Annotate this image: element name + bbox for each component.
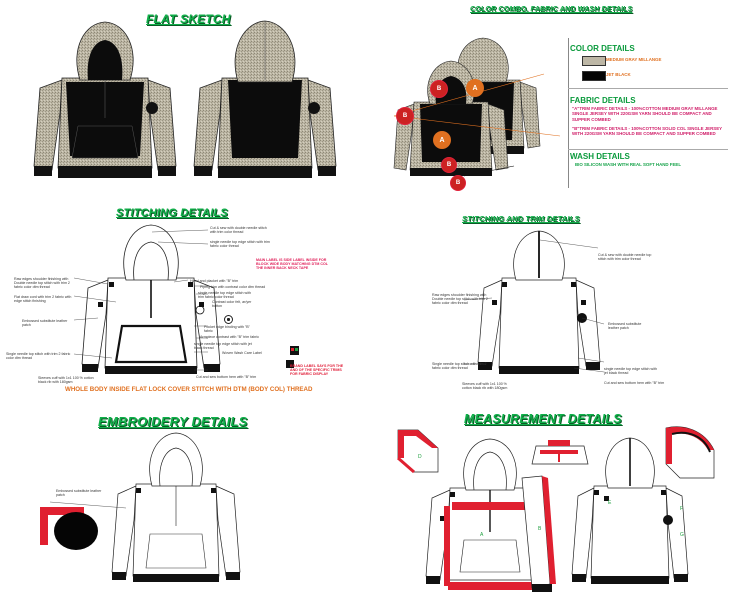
- rule-2: [568, 149, 728, 150]
- measure-letter-g: G: [680, 532, 684, 538]
- label-swatch-black: [290, 346, 299, 355]
- fabric-details-heading: FABRIC DETAILS: [570, 96, 636, 105]
- swatch-label-black: JET BLACK: [606, 72, 631, 77]
- stitch-note-right-1: Cut & sew with double needle stitch with…: [210, 226, 267, 235]
- stitch-note-right-10: Woven Wash Care Label: [222, 351, 262, 355]
- measurement-sleeve-piece: B: [521, 475, 556, 592]
- measure-letter-b: B: [538, 526, 542, 532]
- measurement-title: MEASUREMENT DETAILS: [464, 412, 622, 426]
- trim-note-4: Single needle top stitch with trim 2 fab…: [432, 362, 487, 371]
- stitch-note-right-2: single needle top edge stitch with trim …: [210, 240, 270, 249]
- combo-divider: [568, 38, 569, 188]
- trim-note-3: Embossed substitute leather patch: [608, 322, 642, 331]
- stitch-note-right-9: single needle top edge stitch with jet b…: [194, 342, 252, 351]
- label-swatch-green-dot: [295, 348, 298, 351]
- measure-letter-f: F: [680, 506, 683, 512]
- label-swatch-red-dot: [291, 348, 294, 351]
- stitch-main-label-note: MAIN LABEL IS SIDE LABEL INSIDE FOR BLOC…: [256, 258, 328, 271]
- swatch-medium-gray: [582, 56, 606, 66]
- measurement-back-hoodie: E F G: [571, 437, 689, 584]
- measure-letter-a: A: [480, 532, 484, 538]
- wash-details-text: BIO SILICON WASH WITH REAL SOFT HAND FEE…: [575, 162, 682, 167]
- stitch-note-right-7: Pocket edge binding with "B" fabric: [204, 325, 250, 334]
- color-combo-title: COLOR COMBO, FABRIC AND WASH DETAILS: [470, 6, 633, 13]
- stitch-note-right-4: Piping trim with contrast color dtm thre…: [200, 285, 266, 289]
- combo-marker-b4: B: [450, 175, 466, 191]
- stitching-details-title: STITCHING DETAILS: [116, 207, 228, 219]
- embroidery-title: EMBROIDERY DETAILS: [98, 414, 248, 429]
- embroidery-note: Embossed substitute leather patch: [56, 489, 102, 498]
- stitching-trim-title: STITCHING AND TRIM DETAILS: [462, 214, 580, 223]
- stitch-note-left-4: Single needle top stitch with trim 2 fab…: [6, 352, 71, 361]
- stitch-note-right-5: single needle top edge stitch with trim …: [198, 291, 251, 300]
- combo-marker-a1: A: [466, 79, 484, 97]
- measure-letter-d: D: [418, 454, 422, 460]
- fabric-b-trim: "B"TRIM FABRIC DETAILS - 100%COTTON SOLI…: [572, 126, 722, 137]
- flat-sketch-front-hoodie: [33, 21, 177, 178]
- stitch-note-left-1: Raw edges shoulder finishing with Double…: [14, 277, 70, 290]
- flat-sketch-back-hoodie: [193, 20, 337, 178]
- trim-note-6: Sleeves cuff with 1x1 100 % cotton black…: [462, 382, 508, 391]
- leather-patch: [54, 512, 98, 550]
- stitch-note-right-3: Hood and placket with "B" trim: [190, 279, 239, 283]
- stitch-brand-label-note: BRAND LABEL SAYS FOR THE AND OF THE SPEC…: [290, 364, 344, 377]
- measurement-hood-left: D: [397, 429, 439, 474]
- rule-1: [568, 88, 728, 89]
- stitch-note-right-11: Cut and sew bottom hem with "B" trim: [196, 375, 257, 379]
- stitch-note-left-3: Embossed substitute leather patch: [22, 319, 68, 328]
- trim-note-7: Cut and sew bottom hem with "B" trim: [604, 381, 665, 385]
- color-combo-hoodies: [393, 37, 561, 177]
- trim-note-1: Cut & sew with double needle top stitch …: [598, 253, 652, 262]
- trim-note-5: single needle top edge stitch with jet b…: [604, 367, 657, 376]
- trim-note-2: Raw edges shoulder finishing with Double…: [432, 293, 488, 306]
- swatch-jet-black: [582, 71, 606, 81]
- leather-patch-red-guide: [40, 507, 84, 545]
- combo-marker-b1: B: [430, 80, 448, 98]
- measurement-hood-right: [665, 426, 715, 479]
- button-icon: [224, 315, 233, 324]
- swatch-label-gray: MEDIUM GRAY MILLANGE: [606, 57, 662, 62]
- stitch-bottom-note: WHOLE BODY INSIDE FLAT LOCK COVER STITCH…: [65, 386, 313, 393]
- flat-sketch-title: FLAT SKETCH: [146, 12, 231, 26]
- stitching-hoodie-sketch: [73, 224, 221, 374]
- stitch-note-left-2: Flat draw cord with trim 2 fabric with e…: [14, 295, 72, 304]
- stitch-note-right-8: Armpiece contrast with "B" trim fabric: [200, 335, 260, 339]
- measure-letter-e: E: [608, 500, 612, 506]
- combo-marker-b2: B: [396, 107, 414, 125]
- stitch-note-right-6: Contrast color felt, ar/yer button: [212, 300, 252, 309]
- combo-marker-b3: B: [441, 157, 457, 173]
- fabric-a-trim: "A"TRIM FABRIC DETAILS - 100%COTTON MEDI…: [572, 106, 718, 122]
- trim-hoodie-sketch: [463, 230, 605, 374]
- color-details-heading: COLOR DETAILS: [570, 44, 635, 53]
- label-swatch-black-2: [286, 360, 294, 368]
- stitch-note-left-5: Sleeves cuff with 1x1 100 % cotton black…: [38, 376, 94, 385]
- measurement-pocket-piece: [531, 440, 589, 465]
- wash-details-heading: WASH DETAILS: [570, 152, 630, 161]
- combo-marker-a2: A: [433, 131, 451, 149]
- embroidery-hoodie-sketch: [49, 432, 241, 582]
